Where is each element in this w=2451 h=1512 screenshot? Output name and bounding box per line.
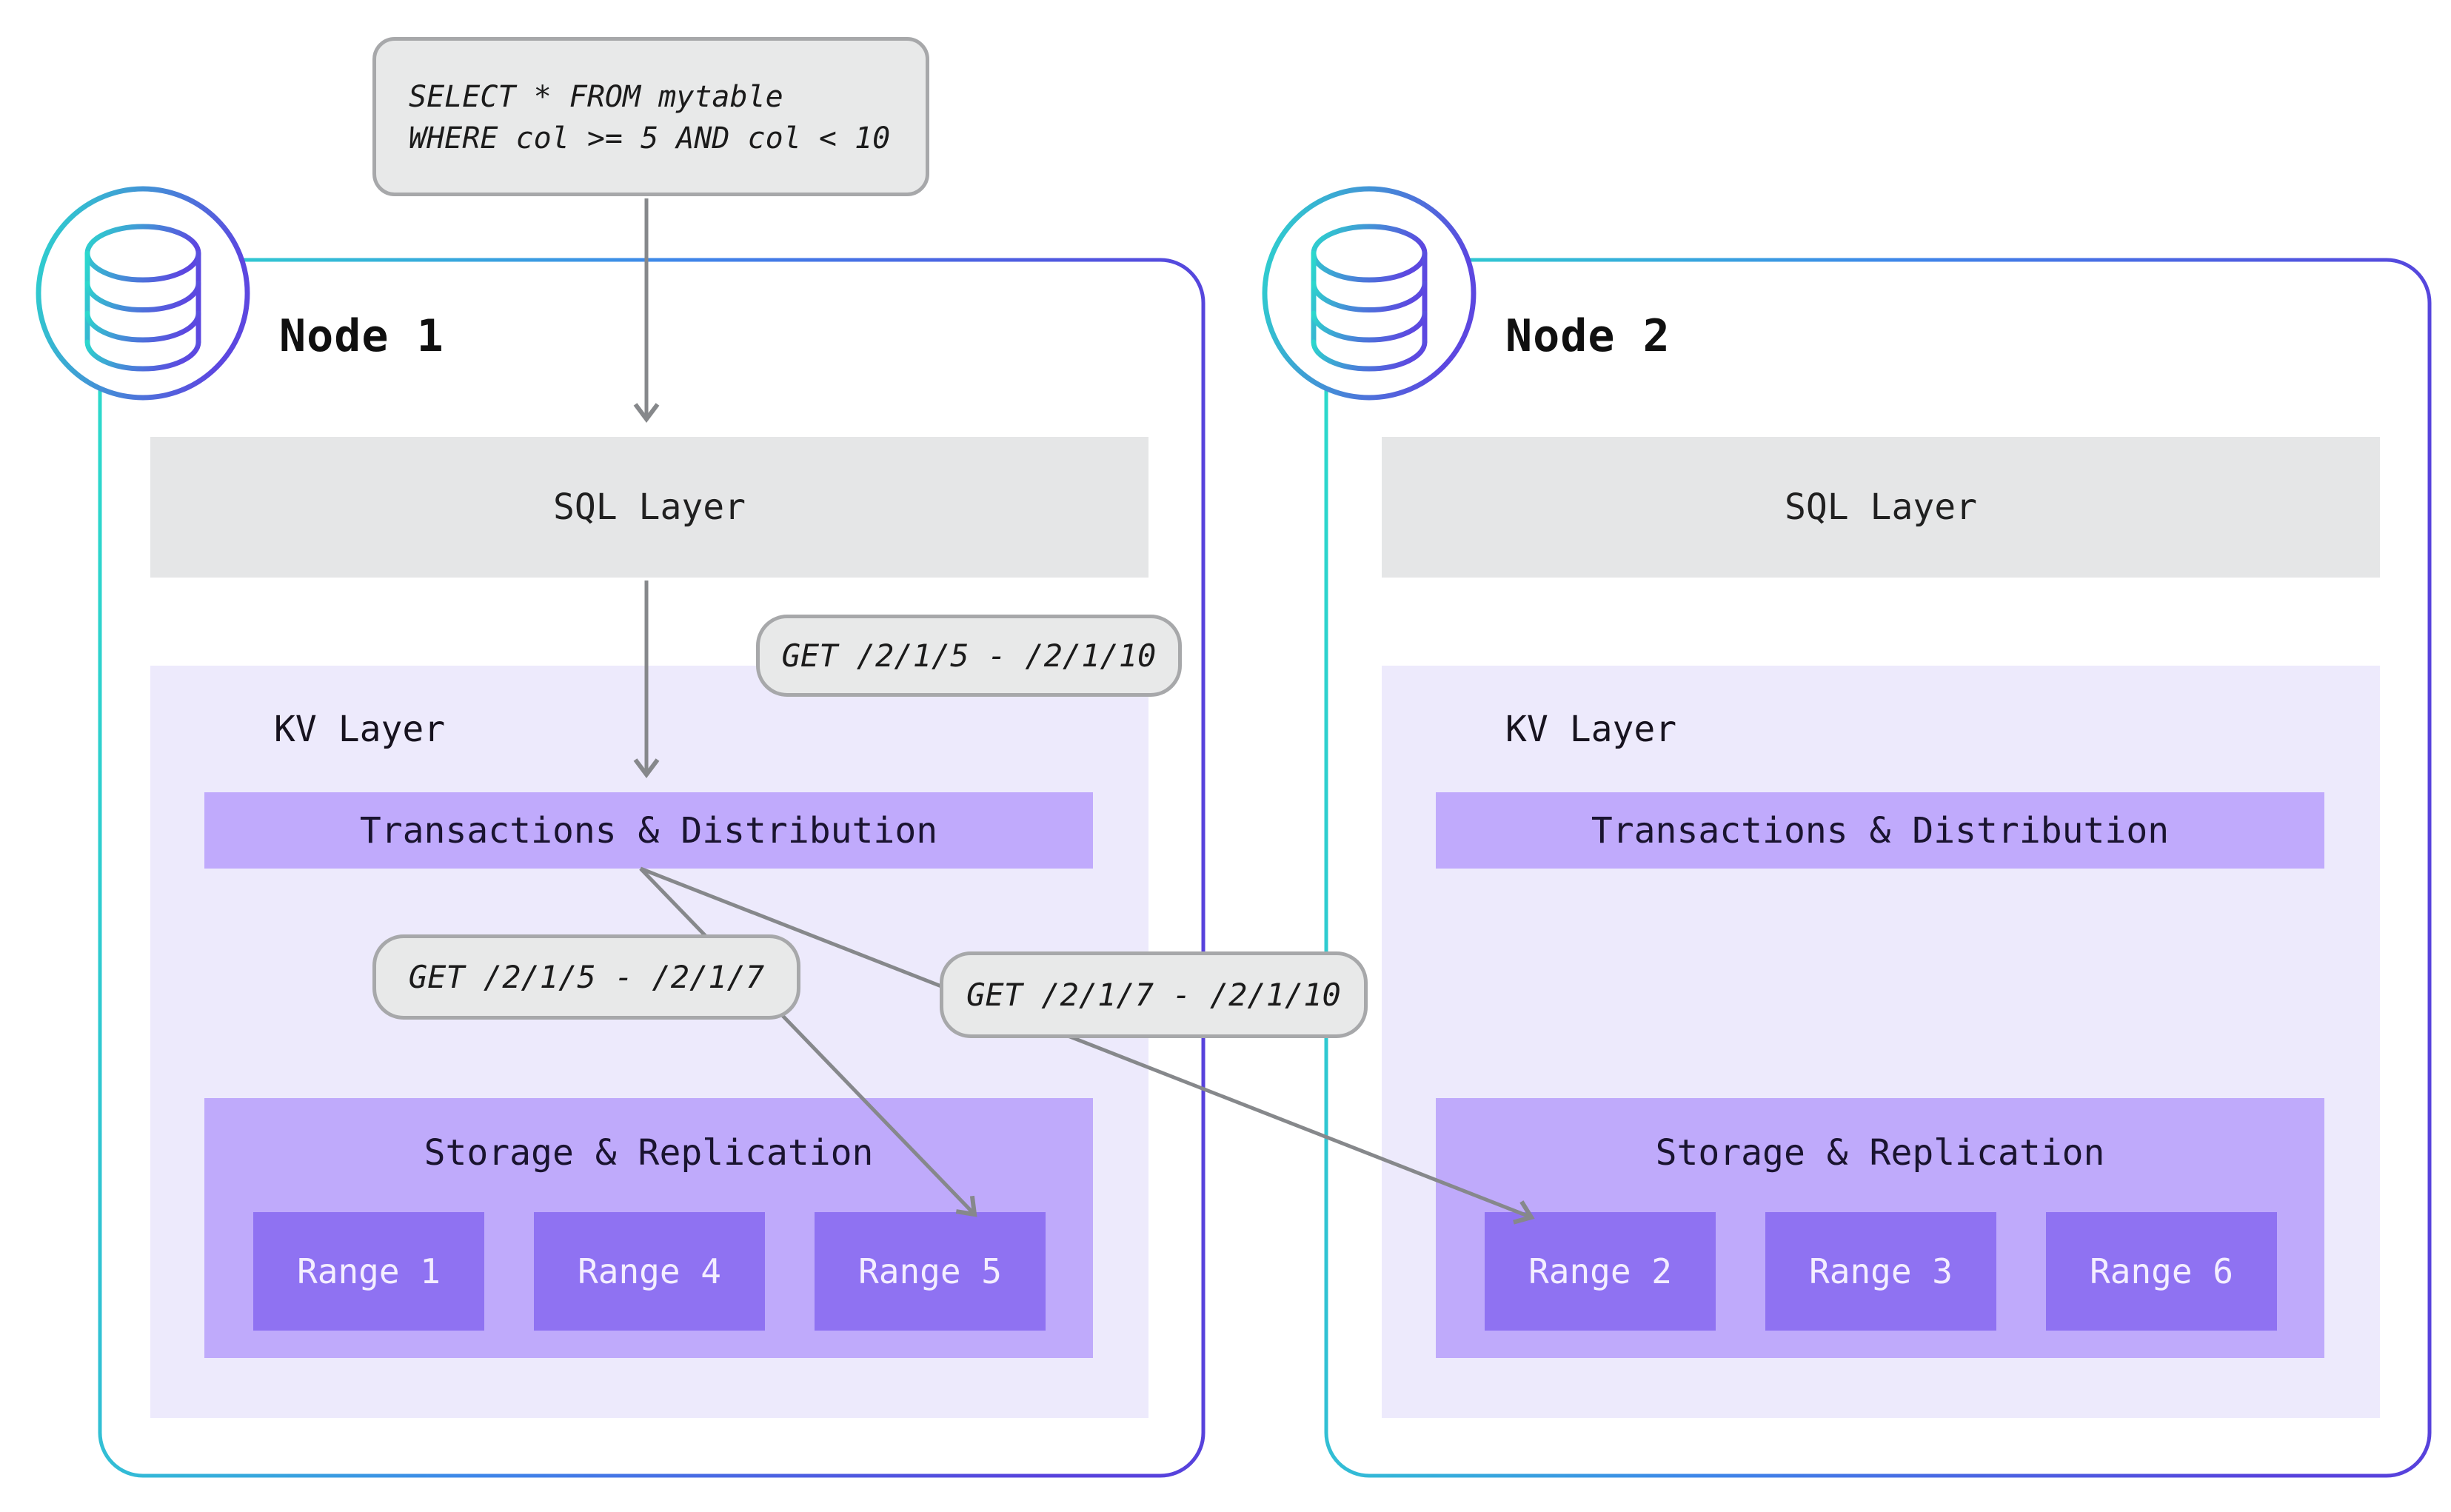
node2-kv-layer: KV Layer Transactions & Distribution Sto…: [1382, 666, 2380, 1418]
get-range-label-left: GET /2/1/5 - /2/1/7: [372, 934, 800, 1020]
sql-query-line1: SELECT * FROM mytable: [409, 80, 783, 114]
range-box: Range 3: [1765, 1212, 1996, 1331]
node1-storage-label: Storage & Replication: [424, 1132, 874, 1174]
range-box: Range 4: [534, 1212, 765, 1331]
node2-storage-box: Storage & Replication Range 2 Range 3 Ra…: [1436, 1098, 2324, 1358]
database-icon: [36, 186, 250, 401]
range-box: Range 1: [253, 1212, 484, 1331]
node2-sql-layer: SQL Layer: [1382, 437, 2380, 578]
node2-kv-layer-label: KV Layer: [1505, 709, 1677, 750]
node2-storage-label: Storage & Replication: [1655, 1132, 2105, 1174]
get-range-label-right: GET /2/1/7 - /2/1/10: [940, 951, 1368, 1038]
sql-query-line2: WHERE col >= 5 AND col < 10: [409, 121, 891, 155]
node1-title: Node 1: [279, 310, 444, 362]
range-box: Range 6: [2046, 1212, 2277, 1331]
get-range-label-full: GET /2/1/5 - /2/1/10: [756, 615, 1182, 697]
node1-sql-layer: SQL Layer: [150, 437, 1148, 578]
node1-kv-layer: KV Layer Transactions & Distribution Sto…: [150, 666, 1148, 1418]
node2-title: Node 2: [1505, 310, 1671, 362]
range-box: Range 5: [815, 1212, 1046, 1331]
node1-storage-box: Storage & Replication Range 1 Range 4 Ra…: [204, 1098, 1093, 1358]
database-icon: [1262, 186, 1477, 401]
node2-transactions-bar: Transactions & Distribution: [1436, 792, 2324, 869]
range-box: Range 2: [1485, 1212, 1716, 1331]
node1-kv-layer-label: KV Layer: [274, 709, 446, 750]
node1-transactions-bar: Transactions & Distribution: [204, 792, 1093, 869]
sql-query-box: SELECT * FROM mytable WHERE col >= 5 AND…: [372, 37, 929, 196]
